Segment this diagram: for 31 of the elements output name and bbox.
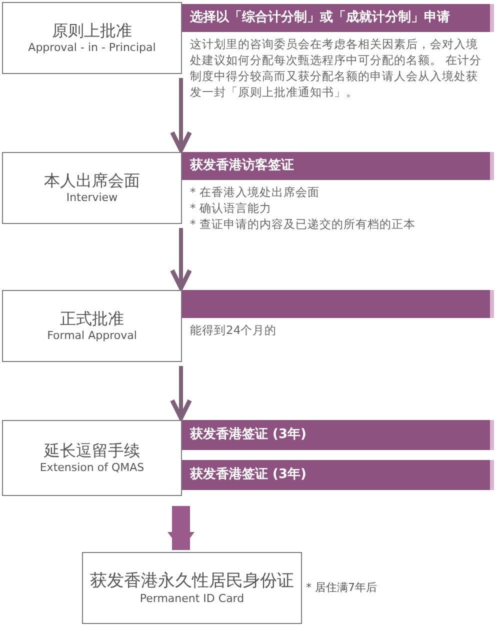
step-title: 本人出席会面 [44, 171, 140, 192]
step-subtitle: Interview [66, 191, 118, 205]
step-box [2, 420, 182, 496]
step-box [2, 2, 182, 74]
header-bar [182, 460, 494, 490]
arrow [170, 366, 192, 420]
step-subtitle: Permanent ID Card [140, 592, 244, 606]
note-text: * 居住满7年后 [306, 580, 377, 596]
step-title: 获发香港永久性居民身份证 [90, 570, 294, 592]
description-text: 能得到24个月的 [190, 322, 278, 338]
step-title: 延长逗留手续 [44, 441, 140, 462]
header-text: 获发香港签证 (3年) [190, 426, 306, 444]
step-subtitle: Formal Approval [47, 329, 137, 343]
step-subtitle: Extension of QMAS [40, 461, 144, 475]
header-text: 选择以「综合计分制」或「成就计分制」申请 [190, 8, 450, 28]
step-box [2, 152, 182, 224]
description-text: * 查证申请的内容及已递交的所有档的正本 [190, 216, 416, 232]
step-title: 正式批准 [60, 309, 124, 330]
header-text: 获发香港签证 (3年) [190, 466, 306, 484]
block-arrow [168, 506, 194, 550]
description-text: * 确认语言能力 [190, 200, 272, 216]
arrow [170, 78, 192, 152]
step-box [2, 290, 182, 362]
step-box [82, 552, 302, 624]
step-title: 原则上批准 [52, 21, 132, 42]
header-text: 获发香港访客签证 [190, 156, 294, 176]
step-subtitle: Approval - in - Principal [28, 41, 156, 55]
header-bar [182, 420, 494, 450]
description-text: * 在香港入境处出席会面 [190, 184, 320, 200]
arrow [170, 228, 192, 290]
description-text: 这计划里的咨询委员会在考虑各相关因素后，会对入境处建议如何分配每次甄选程序中可分配的名额。 在计分制度中得分较高而又获分配名额的申请人会从入境处获发一封「原则上批准通知书」。 [190, 36, 483, 100]
